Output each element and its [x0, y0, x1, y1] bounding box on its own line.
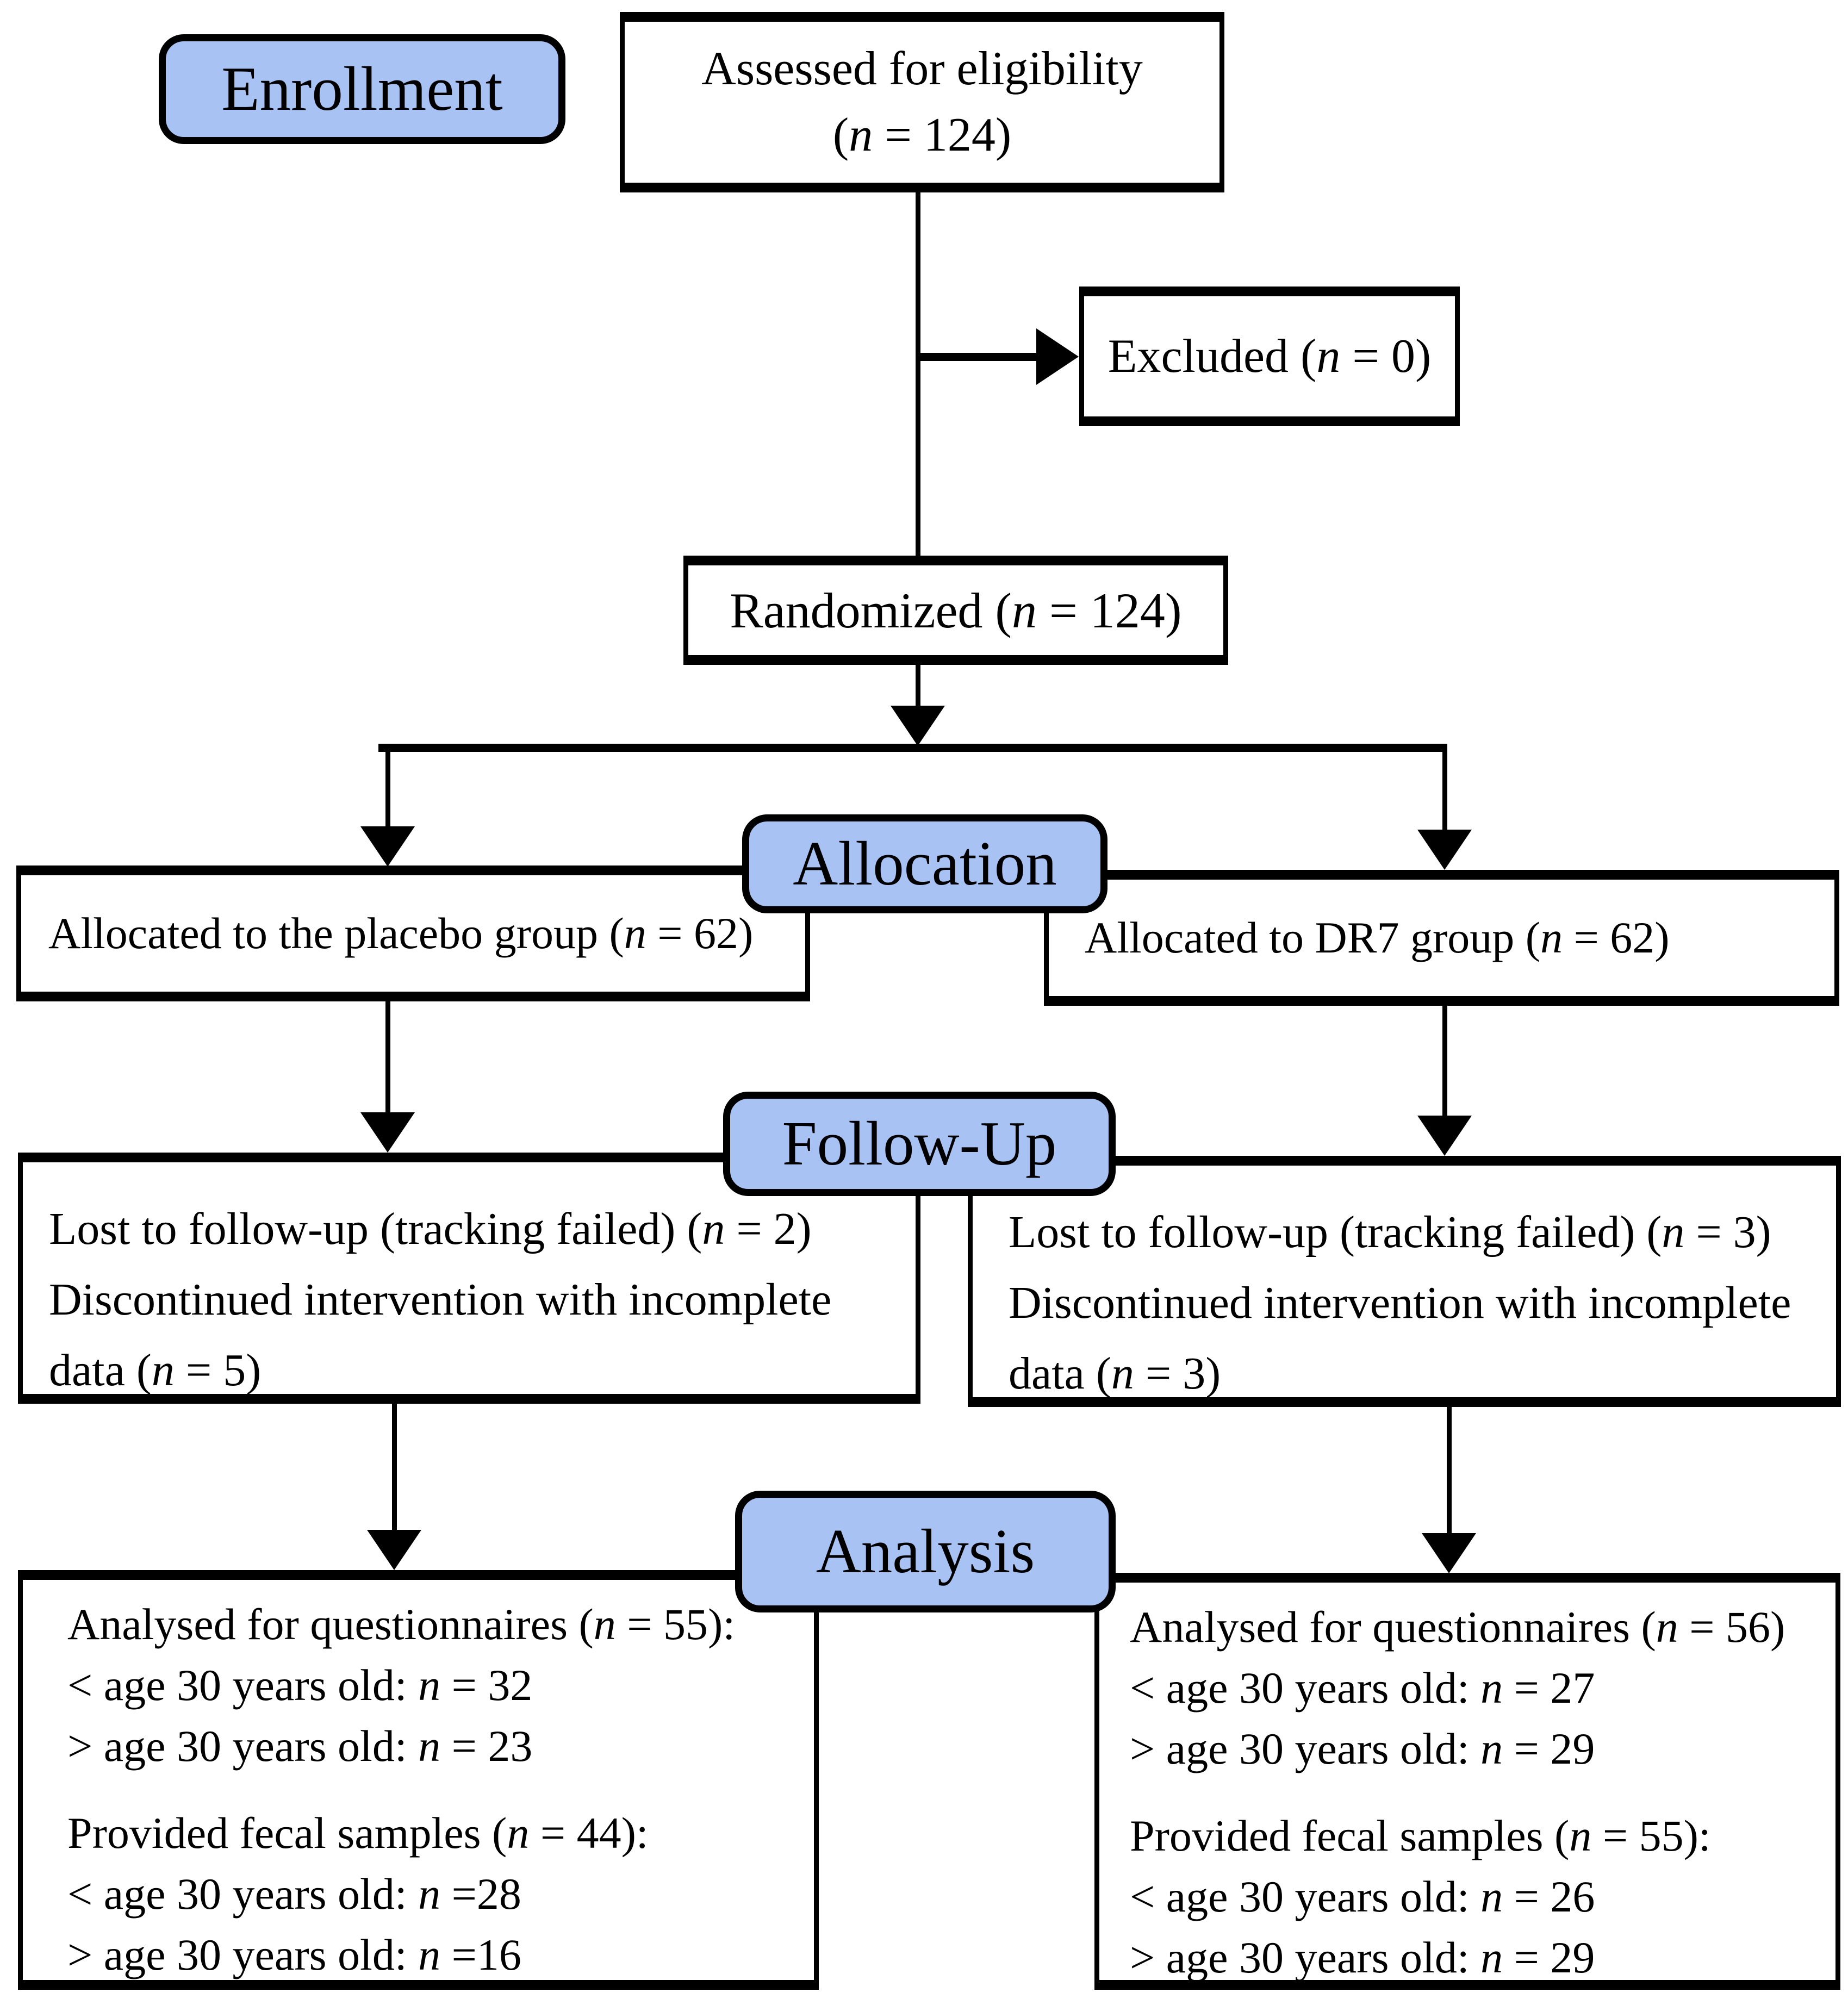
box-analysis-dr7: Analysed for questionnaires (n = 56) < ag…: [1094, 1573, 1840, 1990]
text-line: > age 30 years old: n = 29: [1130, 1724, 1595, 1773]
arrow-right-icon: [1036, 328, 1079, 385]
text-line: < age 30 years old: n = 32: [67, 1660, 533, 1710]
box-excluded: Excluded (n = 0): [1079, 287, 1460, 426]
stage-label-analysis: Analysis: [735, 1491, 1116, 1612]
connector-fup-left-to-ana-left: [392, 1403, 397, 1531]
text-line: > age 30 years old: n =16: [67, 1930, 521, 1979]
connector-alloc-left-to-fup-left: [385, 1000, 390, 1114]
arrow-down-icon: [360, 1112, 415, 1153]
arrow-down-icon: [360, 826, 415, 867]
text-line: Discontinued intervention with incomplet…: [49, 1274, 832, 1325]
arrow-down-icon: [891, 706, 945, 746]
text-line: (n = 124): [832, 109, 1012, 161]
text-line: Provided fecal samples (n = 44):: [67, 1808, 649, 1858]
connector-to-excluded: [918, 353, 1038, 361]
text-line: < age 30 years old: n = 26: [1130, 1872, 1595, 1921]
text-line: data (n = 5): [49, 1345, 262, 1396]
text-line: Analysed for questionnaires (n = 55):: [67, 1599, 736, 1649]
box-allocated-placebo: Allocated to the placebo group (n = 62): [16, 865, 810, 1001]
text-line: Lost to follow-up (tracking failed) (n =…: [1009, 1207, 1771, 1257]
stage-label-allocation: Allocation: [742, 814, 1107, 913]
connector-split-to-alloc-right: [1442, 744, 1447, 831]
stage-label-enrollment: Enrollment: [159, 34, 565, 144]
split-line: [378, 744, 1447, 752]
arrow-down-icon: [1417, 1116, 1472, 1156]
text-line: > age 30 years old: n = 23: [67, 1721, 533, 1771]
arrow-down-icon: [1422, 1533, 1476, 1573]
box-analysis-placebo: Analysed for questionnaires (n = 55): < a…: [18, 1570, 819, 1990]
stage-label-follow-up: Follow-Up: [723, 1092, 1116, 1196]
text-line: Allocated to DR7 group (n = 62): [1085, 913, 1670, 962]
box-randomized: Randomized (n = 124): [683, 556, 1228, 665]
arrow-down-icon: [367, 1530, 421, 1570]
text-line: Provided fecal samples (n = 55):: [1130, 1811, 1711, 1860]
connector-assessed-to-randomized: [916, 191, 920, 557]
box-allocated-dr7: Allocated to DR7 group (n = 62): [1044, 870, 1839, 1006]
text-line: Discontinued intervention with incomplet…: [1009, 1278, 1791, 1328]
connector-fup-right-to-ana-right: [1447, 1406, 1452, 1534]
text-line: Analysed for questionnaires (n = 56): [1130, 1602, 1785, 1652]
connector-randomized-to-split: [916, 664, 920, 707]
text-line: Assessed for eligibility: [701, 42, 1143, 95]
box-assessed-for-eligibility: Assessed for eligibility (n = 124): [620, 12, 1224, 192]
connector-split-to-alloc-left: [385, 744, 390, 829]
text-line: [67, 1777, 814, 1803]
text-line: [1130, 1779, 1835, 1805]
text-line: > age 30 years old: n = 29: [1130, 1933, 1595, 1982]
text-line: Lost to follow-up (tracking failed) (n =…: [49, 1204, 812, 1254]
text-line: < age 30 years old: n = 27: [1130, 1663, 1595, 1713]
text-line: Excluded (n = 0): [1107, 329, 1432, 383]
arrow-down-icon: [1417, 830, 1472, 870]
text-line: < age 30 years old: n =28: [67, 1869, 521, 1919]
connector-alloc-right-to-fup-right: [1442, 1005, 1447, 1118]
text-line: Allocated to the placebo group (n = 62): [48, 908, 754, 958]
box-followup-dr7: Lost to follow-up (tracking failed) (n =…: [968, 1156, 1841, 1407]
text-line: data (n = 3): [1009, 1348, 1221, 1399]
text-line: Randomized (n = 124): [730, 582, 1182, 638]
